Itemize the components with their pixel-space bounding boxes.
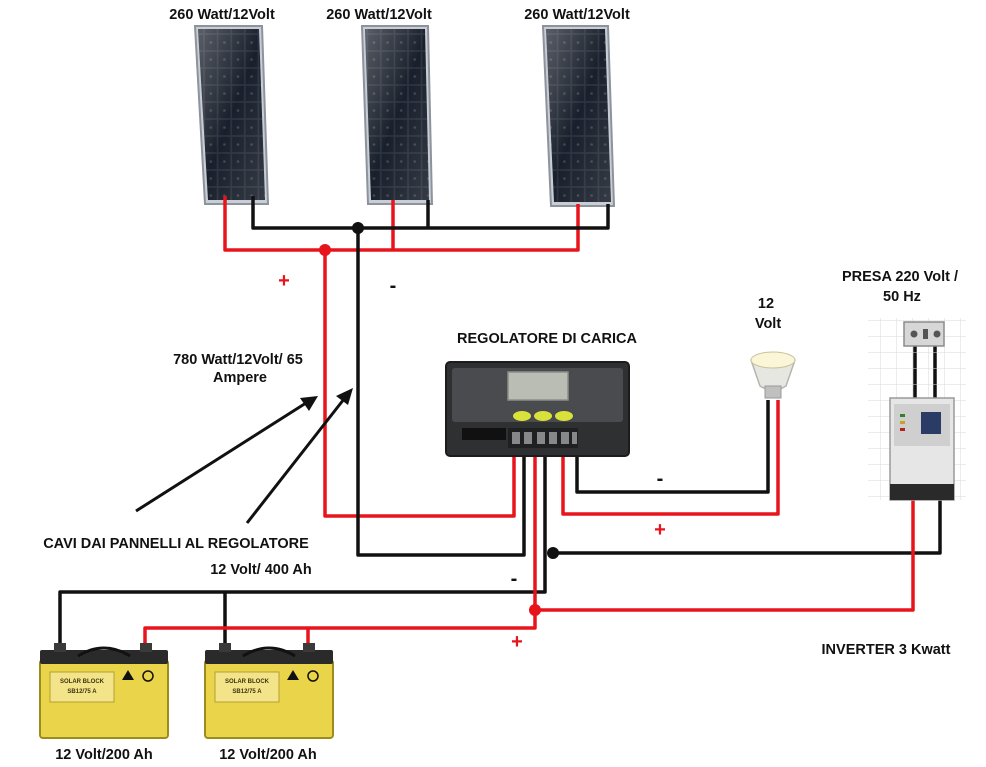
battery-1-model: SB12/75 A: [67, 689, 97, 695]
wire-battery-positive: [143, 446, 537, 652]
panel-2-label: 260 Watt/12Volt: [326, 7, 432, 23]
junction-negative-panels: [352, 222, 364, 234]
inverter-socket-panel: [868, 318, 966, 501]
solar-panel-2: [360, 25, 434, 205]
battery-1: SOLAR BLOCK SB12/75 A: [39, 643, 169, 739]
wire-lamp-positive: [561, 400, 780, 516]
wire-lamp-negative: [575, 400, 770, 494]
wire-positive-to-regulator: [323, 250, 516, 518]
panel-3-label: 260 Watt/12Volt: [524, 7, 630, 23]
lamp-label-text: 12 Volt: [755, 296, 781, 332]
battery-1-label: 12 Volt/200 Ah: [55, 747, 153, 763]
junction-positive-battery: [529, 604, 541, 616]
led-spot-lamp-icon: [750, 351, 796, 399]
junction-negative-battery: [547, 547, 559, 559]
battery-icon: [39, 643, 169, 739]
solar-panel-icon: [360, 25, 434, 205]
wall-socket-icon: [903, 321, 945, 347]
panel-positive-sign: +: [278, 270, 290, 292]
charge-regulator: [445, 361, 630, 457]
solar-panel-3: [541, 25, 616, 207]
junction-positive-panels: [319, 244, 331, 256]
wire-inverter-positive: [535, 496, 915, 612]
solar-panel-1: [193, 25, 270, 205]
wire-battery-negative: [58, 446, 547, 652]
battery-icon: [204, 643, 334, 739]
panel-array-label-text: 780 Watt/12Volt/ 65 Ampere: [173, 352, 307, 386]
battery-1-brand: SOLAR BLOCK: [60, 679, 105, 685]
led-lamp: [750, 351, 796, 399]
panel-1-label: 260 Watt/12Volt: [169, 7, 275, 23]
battery-bank-label: 12 Volt/ 400 Ah: [210, 562, 312, 578]
socket-label: PRESA 220 Volt / 50 Hz: [842, 269, 962, 305]
battery-2-model: SB12/75 A: [232, 689, 262, 695]
battery-2: SOLAR BLOCK SB12/75 A: [204, 643, 334, 739]
arrow-to-positive-cable: [135, 401, 307, 513]
battery-positive-sign: +: [511, 631, 523, 653]
solar-panel-icon: [193, 25, 270, 205]
arrowhead-positive: [300, 396, 318, 411]
lamp-label: 12 Volt: [755, 296, 781, 332]
arrowhead-negative: [336, 388, 353, 405]
regulator-label: REGOLATORE DI CARICA: [457, 331, 637, 347]
wire-negative-to-regulator: [356, 228, 526, 557]
wire-panel-negative-bus: [251, 196, 610, 230]
panel-negative-sign: -: [390, 275, 397, 297]
solar-panel-icon: [541, 25, 616, 207]
inverter-icon: [889, 397, 955, 501]
panel-array-label: 780 Watt/12Volt/ 65 Ampere: [173, 352, 307, 386]
wire-inverter-negative: [553, 496, 942, 555]
cables-label: CAVI DAI PANNELLI AL REGOLATORE: [43, 536, 309, 552]
junctions: [319, 222, 559, 616]
arrow-to-negative-cable: [245, 398, 346, 524]
socket-label-text: PRESA 220 Volt / 50 Hz: [842, 269, 962, 305]
inverter-label: INVERTER 3 Kwatt: [822, 642, 951, 658]
battery-2-brand: SOLAR BLOCK: [225, 679, 270, 685]
battery-2-label: 12 Volt/200 Ah: [219, 747, 317, 763]
battery-negative-sign: -: [511, 568, 518, 590]
pointer-arrows: [135, 388, 353, 524]
wiring: [58, 196, 942, 652]
lamp-positive-sign: +: [654, 519, 666, 541]
lamp-negative-sign: -: [657, 468, 664, 490]
charge-controller-icon: [445, 361, 630, 457]
